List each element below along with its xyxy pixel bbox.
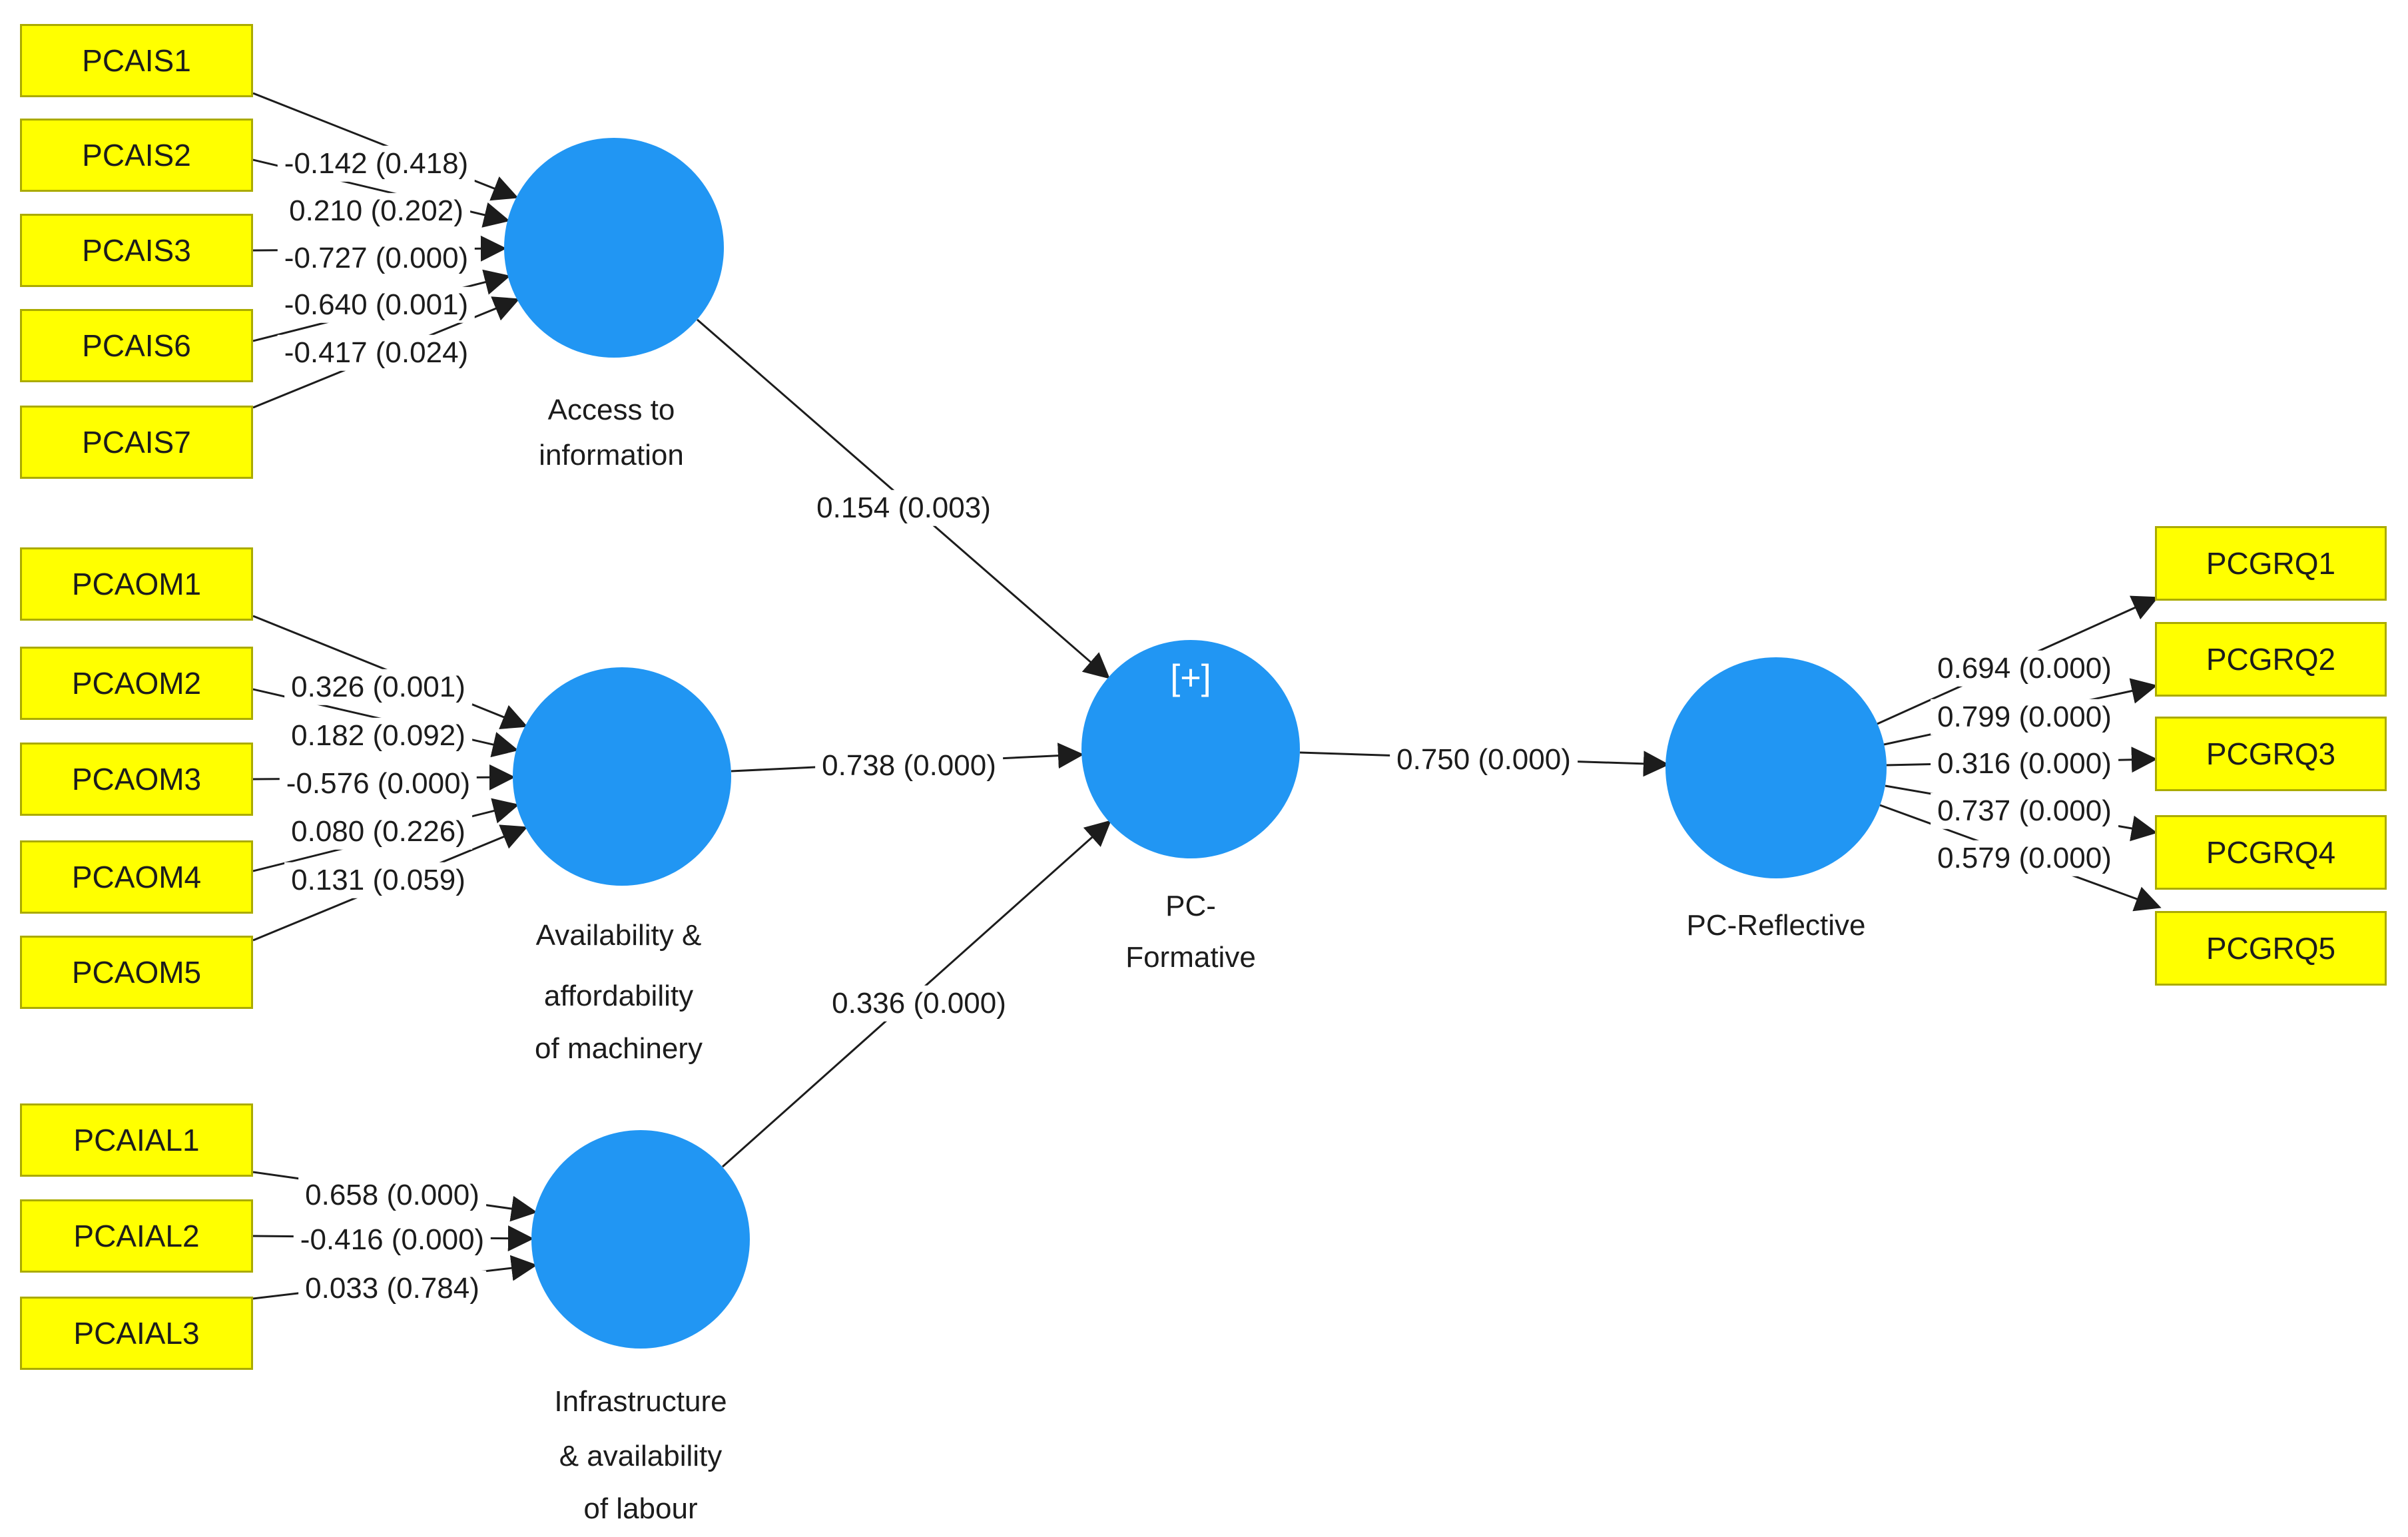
indicator-box-pcaom3[interactable]: PCAOM3 — [20, 743, 253, 816]
indicator-box-pcgrq4[interactable]: PCGRQ4 — [2155, 815, 2387, 890]
loading-label-pcgrq2: 0.799 (0.000) — [1931, 699, 2118, 736]
indicator-box-pcaom1[interactable]: PCAOM1 — [20, 547, 253, 621]
indicator-box-pcais3[interactable]: PCAIS3 — [20, 214, 253, 287]
indicator-box-pcgrq3[interactable]: PCGRQ3 — [2155, 717, 2387, 791]
construct-label-machinery-line3: of machinery — [535, 1032, 703, 1065]
weight-label-pcaom1: 0.326 (0.001) — [284, 669, 472, 706]
weight-label-pcais7: -0.417 (0.024) — [277, 334, 475, 372]
construct-label-labour-line2: & availability — [559, 1439, 723, 1472]
construct-label-formative-line2: Formative — [1125, 940, 1256, 974]
indicator-box-pcais7[interactable]: PCAIS7 — [20, 406, 253, 479]
construct-reflective-node[interactable] — [1665, 657, 1887, 878]
indicator-box-pcaom4[interactable]: PCAOM4 — [20, 840, 253, 914]
weight-label-pcais6: -0.640 (0.001) — [277, 286, 475, 324]
indicator-box-pcaial3[interactable]: PCAIAL3 — [20, 1297, 253, 1370]
weight-label-pcaom4: 0.080 (0.226) — [284, 813, 472, 850]
indicator-box-pcais6[interactable]: PCAIS6 — [20, 309, 253, 382]
indicator-box-pcais1[interactable]: PCAIS1 — [20, 24, 253, 97]
indicator-box-pcgrq5[interactable]: PCGRQ5 — [2155, 911, 2387, 986]
construct-machinery-node[interactable] — [513, 667, 731, 886]
weight-label-pcaom3: -0.576 (0.000) — [279, 765, 477, 802]
path-label-access-formative: 0.154 (0.003) — [810, 489, 998, 527]
loading-label-pcgrq5: 0.579 (0.000) — [1931, 840, 2118, 877]
construct-label-reflective: PC-Reflective — [1686, 908, 1866, 942]
weight-label-pcaial1: 0.658 (0.000) — [298, 1177, 486, 1214]
indicator-box-pcais2[interactable]: PCAIS2 — [20, 119, 253, 192]
construct-label-formative-line1: PC- — [1165, 889, 1216, 922]
construct-label-labour-line1: Infrastructure — [554, 1384, 727, 1418]
construct-label-machinery-line2: affordability — [543, 979, 694, 1012]
indicator-box-pcgrq1[interactable]: PCGRQ1 — [2155, 526, 2387, 601]
loading-label-pcgrq1: 0.694 (0.000) — [1931, 650, 2118, 687]
weight-label-pcaial3: 0.033 (0.784) — [298, 1270, 486, 1307]
indicator-box-pcaom5[interactable]: PCAOM5 — [20, 936, 253, 1009]
weight-label-pcaial2: -0.416 (0.000) — [293, 1221, 491, 1259]
weight-label-pcais1: -0.142 (0.418) — [277, 145, 475, 182]
indicator-box-pcaom2[interactable]: PCAOM2 — [20, 647, 253, 720]
weight-label-pcaom2: 0.182 (0.092) — [284, 717, 472, 755]
construct-label-labour-line3: of labour — [583, 1492, 698, 1525]
indicator-box-pcgrq2[interactable]: PCGRQ2 — [2155, 622, 2387, 697]
construct-label-access-line2: information — [539, 438, 684, 471]
path-label-machinery-formative: 0.738 (0.000) — [815, 747, 1003, 784]
construct-label-access-line1: Access to — [547, 393, 675, 426]
loading-label-pcgrq3: 0.316 (0.000) — [1931, 745, 2118, 782]
path-label-formative-reflective: 0.750 (0.000) — [1390, 741, 1578, 778]
loading-label-pcgrq4: 0.737 (0.000) — [1931, 792, 2118, 830]
weight-label-pcaom5: 0.131 (0.059) — [284, 862, 472, 899]
construct-formative-node[interactable] — [1081, 640, 1300, 858]
formative-mode-indicator: [+] — [1170, 657, 1211, 698]
construct-access-node[interactable] — [504, 138, 724, 358]
indicator-box-pcaial1[interactable]: PCAIAL1 — [20, 1103, 253, 1177]
construct-labour-node[interactable] — [531, 1130, 750, 1349]
construct-label-machinery-line1: Availability & — [535, 918, 702, 952]
weight-label-pcais3: -0.727 (0.000) — [277, 240, 475, 277]
path-label-labour-formative: 0.336 (0.000) — [825, 985, 1013, 1022]
indicator-box-pcaial2[interactable]: PCAIAL2 — [20, 1199, 253, 1273]
weight-label-pcais2: 0.210 (0.202) — [282, 192, 470, 230]
